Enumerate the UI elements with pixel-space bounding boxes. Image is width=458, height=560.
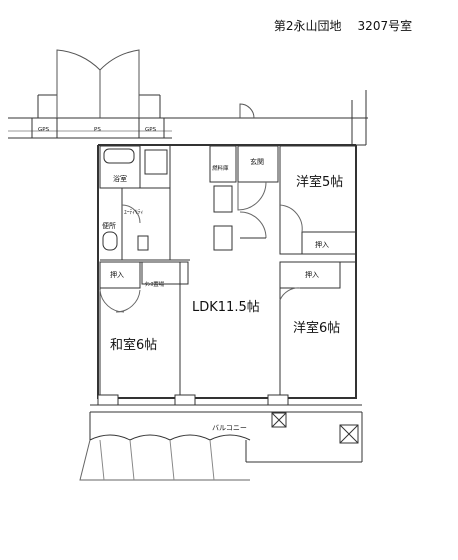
western-room-5-label: 洋室5帖: [296, 174, 343, 190]
storage-labels: 押入 押入 押入 ﾀﾝｽ置場: [110, 240, 329, 288]
closet-japanese-6-label: 押入: [110, 270, 124, 279]
ps-label: PS: [94, 127, 101, 133]
room-labels: 洋室5帖 洋室6帖 和室6帖 LDK11.5帖 浴室 ﾕｰﾃｨﾘﾃｨ 便所 燃料…: [102, 157, 343, 432]
pantry-label: 燃料庫: [212, 164, 229, 172]
utility-label: ﾕｰﾃｨﾘﾃｨ: [124, 209, 144, 216]
plan-title: 第2永山団地 3207号室: [232, 8, 454, 42]
top-door-arcs: [56, 49, 255, 119]
cabinet-label: ﾀﾝｽ置場: [145, 280, 165, 288]
entrance-label: 玄関: [250, 157, 264, 166]
toilet-label: 便所: [102, 221, 116, 230]
japanese-room-6-label: 和室6帖: [110, 337, 157, 353]
bath-label: 浴室: [113, 174, 127, 183]
gps-right-label: GPS: [145, 127, 157, 133]
western-room-5: [279, 145, 357, 255]
entrance-area: [209, 145, 279, 251]
balcony-label: バルコニー: [212, 424, 247, 432]
property-name: 第2永山団地: [273, 18, 342, 33]
japanese-room-6: [99, 261, 189, 399]
balcony-area: [79, 394, 363, 481]
ldk-label: LDK11.5帖: [192, 300, 260, 315]
utility-toilet-area: [100, 145, 190, 261]
top-corridor: [8, 94, 368, 139]
closet-western-6-label: 押入: [305, 270, 319, 279]
closet-western-5-label: 押入: [315, 240, 329, 249]
gps-left-label: GPS: [38, 127, 50, 133]
bath-area: [99, 145, 170, 189]
unit-number: 3207号室: [357, 18, 413, 33]
shaft-labels: GPS PS GPS: [38, 127, 157, 133]
western-room-6: [279, 261, 357, 399]
western-room-6-label: 洋室6帖: [293, 320, 340, 336]
